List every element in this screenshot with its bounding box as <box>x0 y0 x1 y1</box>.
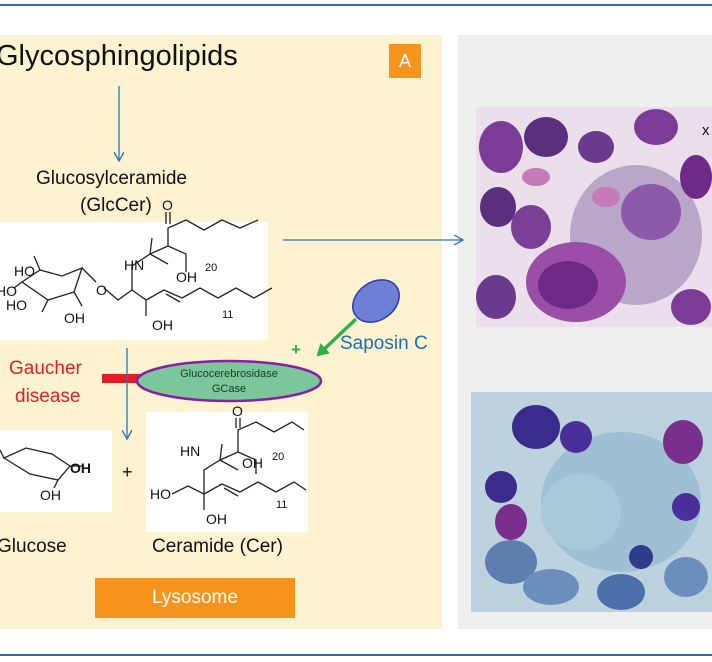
glccer-skeleton <box>13 212 273 316</box>
gaucher-cell-micrograph-giemsa <box>476 107 712 327</box>
glccer-ho-left: HO <box>0 283 17 299</box>
top-rule <box>0 4 712 6</box>
glucose-oh-bottom: OH <box>40 487 61 503</box>
inhibition-bar <box>102 374 150 383</box>
saposin-c-shape <box>352 279 400 323</box>
glucose-label: Glucose <box>0 536 67 557</box>
ceramide-hn: HN <box>180 443 200 459</box>
glccer-oh-bottom: OH <box>64 310 85 326</box>
activation-plus-sign: + <box>291 340 301 359</box>
ceramide-oh-chain: OH <box>242 455 263 471</box>
gaucher-disease-label-line1: Gaucher <box>9 358 82 379</box>
ceramide-atom-labels: O HN OH 20 HO OH 11 <box>150 403 287 527</box>
ceramide-oh-sphingo: OH <box>206 511 227 527</box>
ceramide-o-carbonyl: O <box>232 403 243 419</box>
gaucher-disease-label-line2: disease <box>15 386 81 407</box>
ceramide-n11: 11 <box>276 499 287 511</box>
glccer-n11: 11 <box>222 309 233 321</box>
gaucher-cell-micrograph-wright <box>471 392 712 612</box>
ceramide-structure-box <box>146 412 308 532</box>
activation-arrow <box>316 317 358 357</box>
glccer-abbr-label: (GlcCer) <box>80 195 152 216</box>
ceramide-n20: 20 <box>272 451 284 463</box>
glucose-atom-labels: OH OH <box>40 460 91 503</box>
gcase-enzyme-shape <box>135 359 323 403</box>
glucosylceramide-label: Glucosylceramide <box>36 168 187 189</box>
ceramide-skeleton <box>171 418 307 510</box>
glccer-structure-box <box>0 222 268 340</box>
glccer-o-glyc: O <box>96 282 107 298</box>
ceramide-ho: HO <box>150 486 171 502</box>
bottom-rule <box>0 654 712 656</box>
glucose-structure-box <box>0 430 112 512</box>
enzyme-name-label: Glucocerebrosidase <box>180 368 278 380</box>
glccer-ho-top: HO <box>14 263 35 279</box>
glycosphingolipids-label: Glycosphingolipids <box>0 40 238 72</box>
glccer-ho-mid: HO <box>6 297 27 313</box>
glccer-o-carbonyl: O <box>162 197 173 213</box>
glccer-oh-sphingo: OH <box>152 317 173 333</box>
glucose-oh-right: OH <box>70 460 91 476</box>
ceramide-label: Ceramide (Cer) <box>152 536 283 557</box>
enzyme-abbr-label: GCase <box>212 383 246 395</box>
lysosome-label-box: Lysosome <box>95 578 295 618</box>
glccer-n20: 20 <box>205 262 217 274</box>
panel-label-badge: A <box>389 44 421 78</box>
glucose-skeleton <box>0 447 84 489</box>
saposin-c-label: Saposin C <box>340 333 428 354</box>
glccer-oh-chain: OH <box>176 269 197 285</box>
glccer-atom-labels: O HN OH 20 HO HO HO OH O OH 11 <box>0 197 233 333</box>
glccer-hn: HN <box>124 257 144 273</box>
micrograph-edge-mark: x <box>702 122 710 139</box>
reaction-plus-sign: + <box>122 462 133 482</box>
